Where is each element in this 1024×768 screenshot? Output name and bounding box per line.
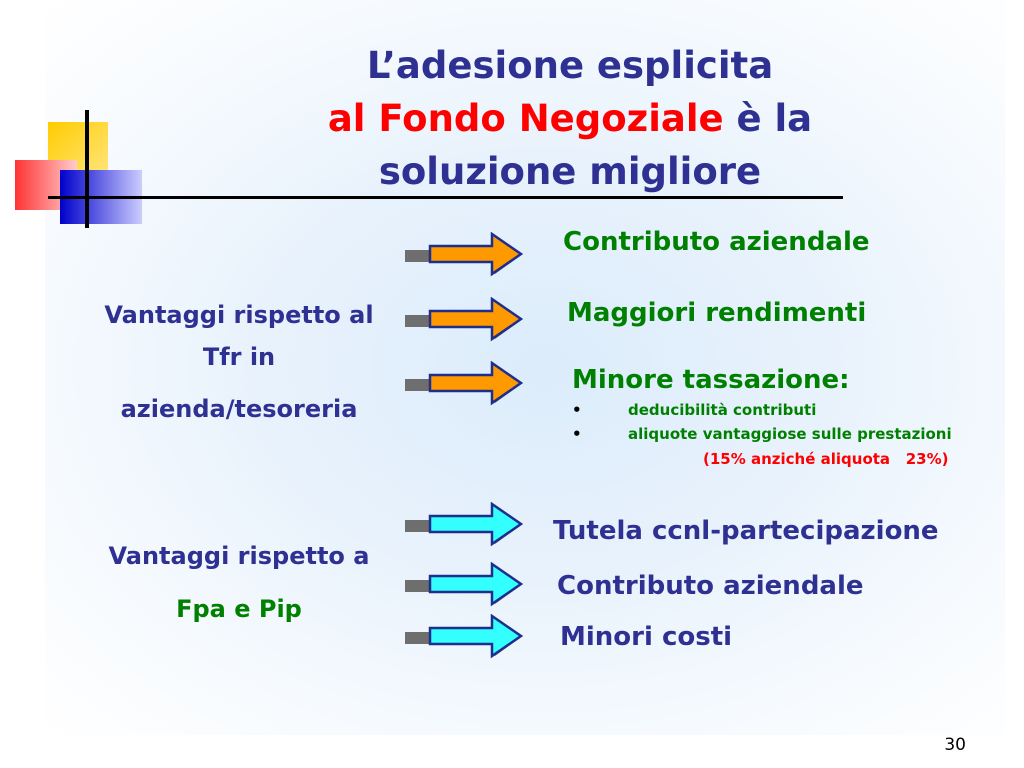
item-tutela-ccnl: Tutela ccnl-partecipazione — [553, 516, 939, 546]
title-line-2: al Fondo Negoziale è la — [250, 97, 890, 141]
arrow-cyan-icon — [405, 502, 524, 547]
item-minori-costi: Minori costi — [560, 622, 733, 652]
arrow-orange-icon — [405, 232, 524, 277]
bullet-text: aliquote vantaggiose sulle prestazioni — [628, 425, 952, 443]
item-minore-tassazione: Minore tassazione: — [572, 365, 850, 395]
decorative-squares-icon — [15, 110, 142, 228]
label-tfr-line-1: Vantaggi rispetto al — [104, 301, 374, 329]
arrow-orange-icon — [405, 297, 524, 342]
arrow-cyan-icon — [405, 562, 524, 607]
bullet-dot: • — [572, 425, 582, 443]
title-highlight: al Fondo Negoziale — [327, 97, 724, 140]
item-contributo-aziendale: Contributo aziendale — [563, 227, 870, 257]
item-contributo-aziendale-2: Contributo aziendale — [557, 571, 864, 601]
bullet-dot: • — [572, 401, 582, 419]
arrow-orange-icon — [405, 361, 524, 406]
label-fpa-line-2: Fpa e Pip — [176, 595, 302, 623]
title-line-3: soluzione migliore — [378, 150, 762, 193]
label-fpa-line-1: Vantaggi rispetto a — [108, 542, 370, 570]
arrow-cyan-icon — [405, 614, 524, 659]
title-line-2-rest: è la — [723, 97, 813, 140]
bullet-aliquote: • aliquote vantaggiose sulle prestazioni — [572, 424, 952, 444]
page-number: 30 — [944, 735, 966, 755]
item-maggiori-rendimenti: Maggiori rendimenti — [567, 298, 867, 328]
note-aliquota: (15% anziché aliquota 23%) — [703, 450, 949, 468]
label-tfr-line-2: Tfr in — [202, 343, 276, 371]
background-glow — [45, 0, 1005, 735]
title-line-1: L’adesione esplicita — [366, 44, 774, 87]
label-tfr-line-3: azienda/tesoreria — [120, 395, 358, 423]
bullet-deducibilita: • deducibilità contributi — [572, 400, 816, 420]
bullet-text: deducibilità contributi — [628, 401, 817, 419]
header-rule — [48, 196, 843, 199]
